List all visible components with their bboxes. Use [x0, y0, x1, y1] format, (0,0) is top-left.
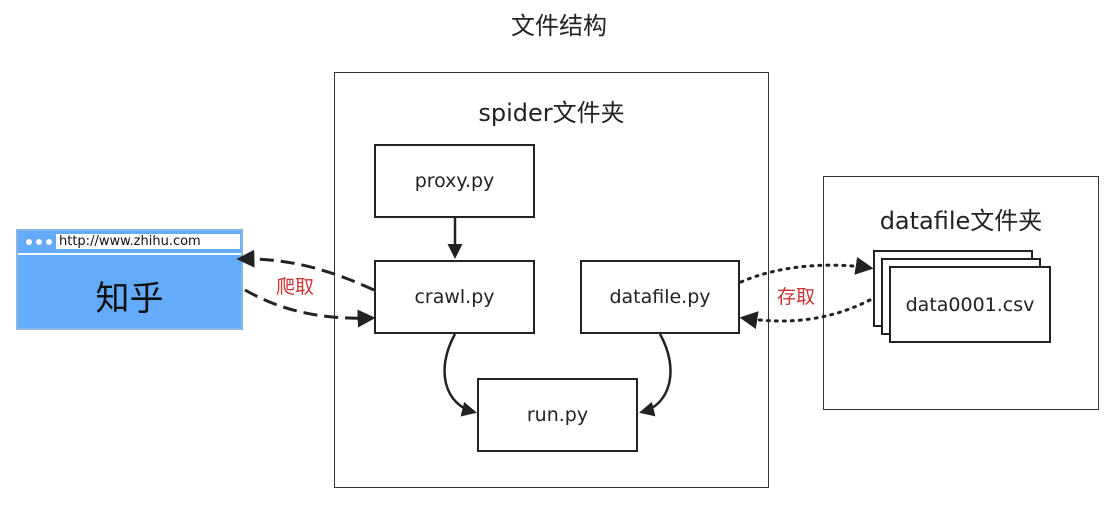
arrow-crawl-to-run [443, 333, 477, 417]
crawl-file-box: crawl.py [374, 260, 535, 334]
run-file-box: run.py [477, 378, 638, 452]
crawl-edge-label: 爬取 [276, 276, 315, 298]
arrow-datafile-to-run [639, 333, 672, 417]
arrow-browser-to-crawl [244, 288, 376, 328]
browser-dot-icon [36, 239, 42, 245]
browser-dot-icon [26, 239, 32, 245]
arrow-csv-to-datafile [739, 298, 872, 330]
datafile-file-box: datafile.py [580, 260, 740, 334]
browser-url: http://www.zhihu.com [56, 234, 240, 249]
browser-site-name: 知乎 [95, 279, 164, 319]
datafile-folder-label: datafile文件夹 [879, 207, 1043, 235]
zhihu-browser-window: http://www.zhihu.com 知乎 [16, 229, 243, 330]
spider-folder-label: spider文件夹 [478, 99, 625, 127]
arrow-crawl-to-browser [236, 249, 375, 292]
proxy-file-box: proxy.py [374, 144, 535, 218]
browser-address-bar: http://www.zhihu.com [18, 231, 241, 255]
csv-file-box: data0001.csv [889, 266, 1051, 343]
arrow-datafile-to-csv [739, 256, 874, 284]
store-edge-label: 存取 [777, 286, 816, 308]
browser-dot-icon [46, 239, 52, 245]
diagram-title: 文件结构 [511, 12, 607, 40]
